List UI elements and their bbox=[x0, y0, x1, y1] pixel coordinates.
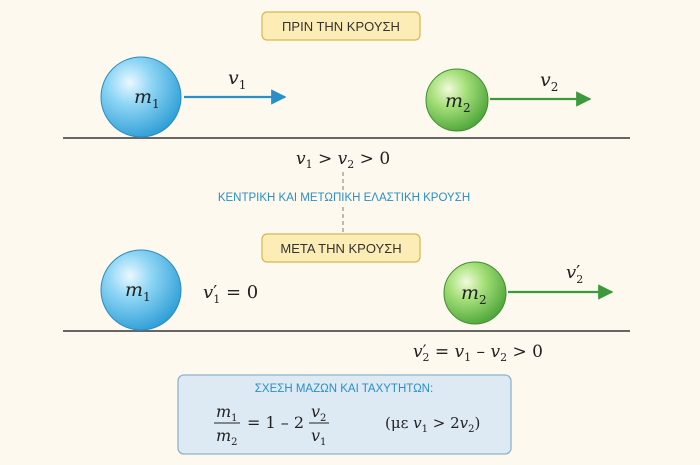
ball-m2-after-label: m2 bbox=[461, 282, 487, 307]
after-label-box bbox=[261, 233, 421, 263]
v1-label: v1 bbox=[228, 67, 246, 92]
v2-final-formula: v′2 = v1 – v2 > 0 bbox=[413, 342, 543, 364]
mass-ratio-denominator: m2 bbox=[216, 426, 238, 448]
after-label: ΜΕΤΑ ΤΗΝ ΚΡΟΥΣΗ bbox=[280, 241, 401, 256]
v2-label: v2 bbox=[540, 69, 558, 94]
speed-ratio-denominator: v1 bbox=[311, 426, 326, 448]
v1-final-label: v′1 = 0 bbox=[203, 282, 258, 306]
ball-m2-before-label: m2 bbox=[445, 90, 471, 115]
before-label: ΠΡΙΝ ΤΗΝ ΚΡΟΥΣΗ bbox=[282, 19, 400, 34]
mass-ratio-numerator: m1 bbox=[216, 402, 238, 424]
relation-condition: (με v1 > 2v2) bbox=[385, 414, 480, 435]
relation-title: ΣΧΕΣΗ ΜΑΖΩΝ ΚΑΙ ΤΑΧΥΤΗΤΩΝ: bbox=[255, 383, 433, 395]
before-label-box bbox=[261, 11, 421, 41]
ball-m2-after bbox=[443, 261, 507, 325]
ball-m1-after-label: m1 bbox=[125, 279, 151, 304]
condition-before: v1 > v2 > 0 bbox=[296, 149, 390, 171]
collision-type: ΚΕΝΤΡΙΚΗ ΚΑΙ ΜΕΤΩΠΙΚΗ ΕΛΑΣΤΙΚΗ ΚΡΟΥΣΗ bbox=[218, 192, 470, 204]
ball-m1-before-label: m1 bbox=[134, 86, 160, 111]
ball-m2-before bbox=[425, 68, 489, 132]
ball-m1-after bbox=[100, 249, 182, 331]
relation-equals: = 1 – 2 bbox=[247, 413, 304, 432]
relation-box bbox=[177, 374, 512, 455]
v2-final-label: v′2 bbox=[566, 262, 583, 286]
ball-m1-before bbox=[100, 56, 182, 138]
speed-ratio-numerator: v2 bbox=[311, 402, 326, 424]
